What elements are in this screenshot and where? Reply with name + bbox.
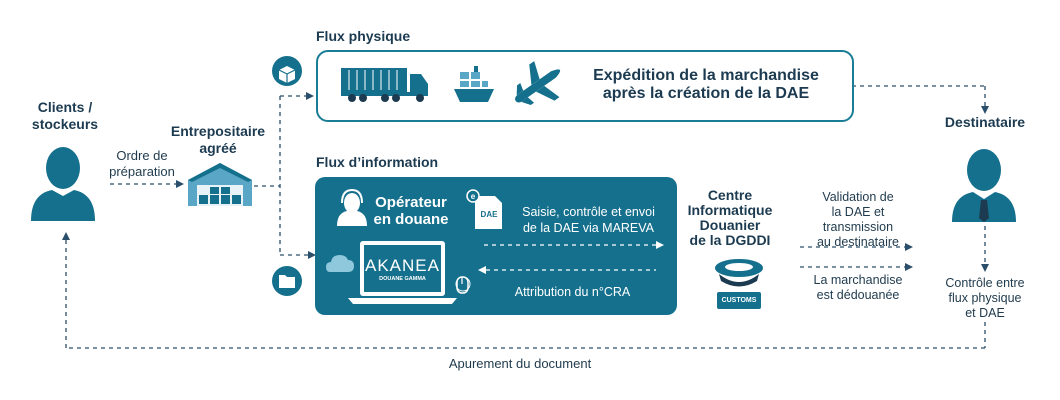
physical-flow-line1: Expédition de la marchandise bbox=[593, 67, 819, 84]
order-line1: Ordre de bbox=[116, 148, 168, 163]
warehouse-label: Entrepositaire agréé bbox=[153, 123, 283, 157]
customs-center-line4: de la DGDDI bbox=[689, 232, 771, 248]
operator-line2: en douane bbox=[373, 211, 449, 228]
entry-text: Saisie, contrôle et envoi de la DAE via … bbox=[506, 204, 671, 236]
check-line1: Contrôle entre bbox=[945, 276, 1025, 290]
physical-flow-text: Expédition de la marchandise après la cr… bbox=[575, 67, 837, 103]
cleared-label: La marchandise est dédouanée bbox=[798, 273, 918, 303]
cra-text: Attribution du n°CRA bbox=[514, 285, 631, 299]
physical-flow-title: Flux physique bbox=[316, 28, 411, 44]
customs-center-line1: Centre bbox=[707, 187, 753, 203]
validation-line3: transmission bbox=[822, 220, 894, 234]
info-flow-title: Flux d’information bbox=[316, 154, 439, 170]
akanea-logo: AKANEA bbox=[365, 256, 440, 275]
dae-badge: DAE bbox=[480, 210, 498, 219]
akanea-subtitle: DOUANE GAMMA bbox=[379, 276, 426, 282]
entry-line2: de la DAE via MAREVA bbox=[522, 221, 655, 235]
check-line3: et DAE bbox=[965, 306, 1005, 320]
customs-center-line2: Informatique bbox=[687, 202, 773, 218]
validation-line1: Validation de bbox=[822, 190, 894, 204]
recipient-title: Destinataire bbox=[944, 114, 1026, 130]
customs-center-label: Centre Informatique Douanier de la DGDDI bbox=[675, 188, 785, 248]
entry-line1: Saisie, contrôle et envoi bbox=[522, 205, 655, 219]
operator-line1: Opérateur bbox=[375, 194, 447, 211]
clients-line1: Clients / bbox=[37, 99, 93, 115]
check-line2: flux physique bbox=[948, 291, 1022, 305]
discharge-label: Apurement du document bbox=[448, 356, 592, 371]
physical-flow-line2: après la création de la DAE bbox=[602, 85, 810, 102]
cleared-line2: est dédouanée bbox=[816, 288, 900, 302]
order-line2: préparation bbox=[109, 164, 175, 179]
validation-label: Validation de la DAE et transmission au … bbox=[798, 190, 918, 250]
warehouse-line2: agréé bbox=[199, 140, 237, 156]
check-label: Contrôle entre flux physique et DAE bbox=[925, 276, 1045, 321]
operator-label: Opérateur en douane bbox=[366, 194, 456, 228]
warehouse-line1: Entrepositaire bbox=[170, 123, 266, 139]
cleared-line1: La marchandise bbox=[813, 273, 903, 287]
clients-line2: stockeurs bbox=[31, 116, 99, 132]
validation-line2: la DAE et bbox=[831, 205, 885, 219]
validation-line4: au destinataire bbox=[816, 235, 899, 249]
clients-label: Clients / stockeurs bbox=[10, 99, 120, 133]
customs-center-line3: Douanier bbox=[699, 217, 761, 233]
order-label: Ordre de préparation bbox=[92, 148, 192, 180]
customs-badge: CUSTOMS bbox=[721, 297, 757, 304]
